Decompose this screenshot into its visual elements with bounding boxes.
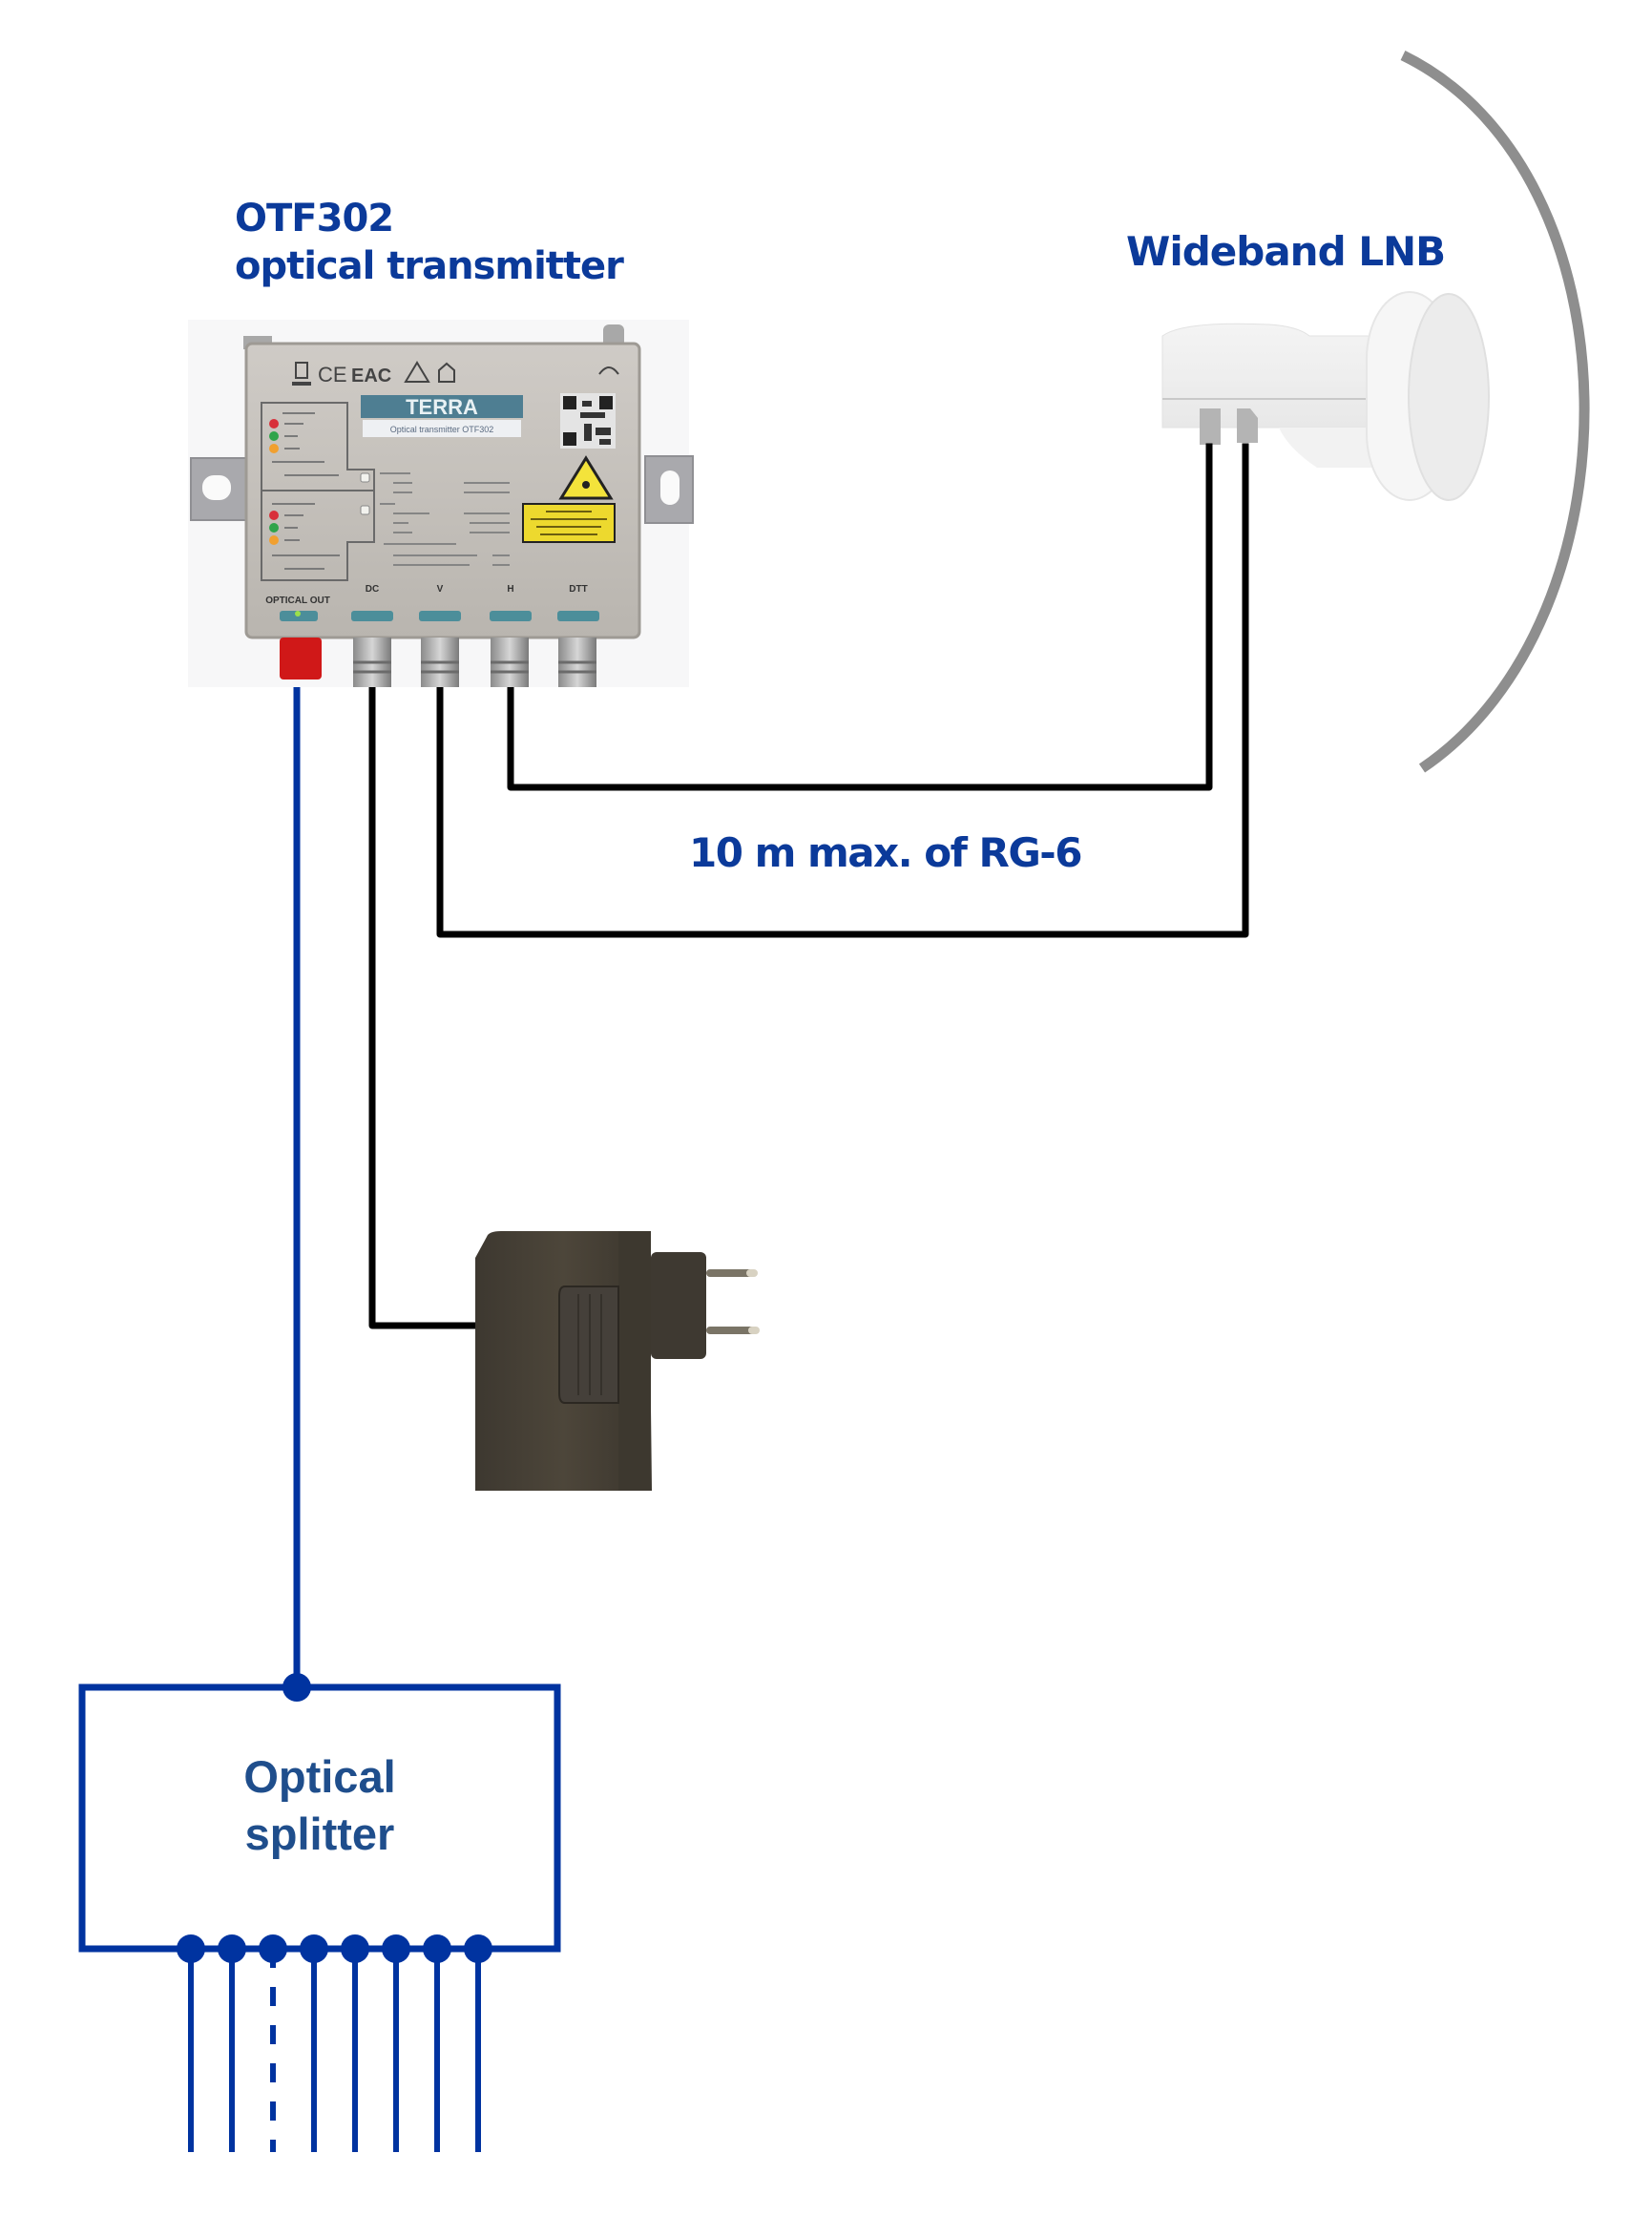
led-dtt-low [269, 535, 279, 545]
cable-h-to-lnb [507, 443, 1213, 791]
certification-icons: CE EAC [292, 361, 619, 387]
button-1 [360, 472, 370, 483]
cable-v-to-lnb [436, 443, 1249, 938]
power-adapter [475, 1231, 760, 1491]
ce-mark-icon: CE [318, 363, 347, 387]
port-label-dc: DC [366, 584, 379, 595]
brand-banner [361, 395, 523, 418]
lnb-output-connector-2 [1237, 408, 1258, 443]
spec-text-lines [380, 472, 510, 566]
model-text: Optical transmitter OTF302 [390, 425, 494, 434]
transmitter-description: optical transmitter [235, 244, 624, 288]
led-dtt-ok [269, 523, 279, 533]
transmitter-title: OTF302 optical transmitter [235, 195, 624, 290]
qr-code-icon [560, 393, 616, 449]
optical-splitter [78, 1673, 561, 2152]
led-sat-ok [269, 431, 279, 441]
lnb-output-connector-1 [1200, 408, 1221, 445]
dish-reflector-arc [1400, 51, 1590, 773]
sat-level-leds [269, 419, 279, 453]
lnb-device [1161, 291, 1490, 501]
laser-warning-icon [558, 455, 614, 500]
laser-warning-label [522, 503, 616, 543]
optical-out-connector [280, 638, 322, 679]
cable-length-label: 10 m max. of RG-6 [689, 829, 1082, 876]
splitter-label-line1: Optical [243, 1751, 396, 1802]
splitter-output-port [218, 1934, 246, 1963]
cable-dc-to-adapter [368, 681, 481, 1329]
led-sat-high [269, 419, 279, 429]
weee-bin-icon [292, 362, 311, 386]
splitter-output-port [300, 1934, 328, 1963]
splitter-output-port [423, 1934, 451, 1963]
plug-pin-bottom [706, 1327, 758, 1334]
recycle-triangle-icon [404, 361, 430, 383]
port-label-dtt: DTT [569, 584, 587, 595]
port-label-h: H [507, 584, 513, 595]
splitter-input-port [282, 1673, 311, 1702]
otf302-device: CE EAC TERRA Optical transmitter OTF302 [188, 320, 694, 687]
indoor-house-icon [438, 362, 455, 383]
led-dtt-high [269, 511, 279, 520]
model-banner [363, 420, 521, 437]
plug-pin-top [706, 1269, 756, 1277]
brand-text: TERRA [406, 395, 478, 419]
splitter-output-port [177, 1934, 205, 1963]
splitter-output-port [382, 1934, 410, 1963]
splitter-output-port [259, 1934, 287, 1963]
splitter-label: Optical splitter [82, 1748, 557, 1863]
button-2 [360, 505, 370, 515]
splitter-label-line2: splitter [244, 1808, 395, 1859]
led-sat-low [269, 444, 279, 453]
plug-housing [651, 1252, 706, 1359]
lnb-body [1161, 323, 1375, 429]
lnb-title: Wideband LNB [1126, 228, 1446, 275]
lnb-bracket [1279, 428, 1374, 468]
eac-mark-icon: EAC [351, 366, 391, 387]
led-panel-frame [261, 402, 375, 581]
splitter-output-port [464, 1934, 492, 1963]
port-label-optical-out: OPTICAL OUT [265, 596, 330, 606]
coax-cables [368, 443, 1249, 1329]
splitter-output-port [341, 1934, 369, 1963]
splitter-outputs [177, 1934, 492, 2152]
transmitter-model: OTF302 [235, 197, 394, 240]
port-label-v: V [437, 584, 444, 595]
port-labels: OPTICAL OUT DC V H DTT [265, 584, 588, 606]
lnb-feedhorn-cap [1408, 293, 1490, 501]
antenna-icon [598, 366, 619, 375]
dtt-level-leds [269, 511, 279, 545]
